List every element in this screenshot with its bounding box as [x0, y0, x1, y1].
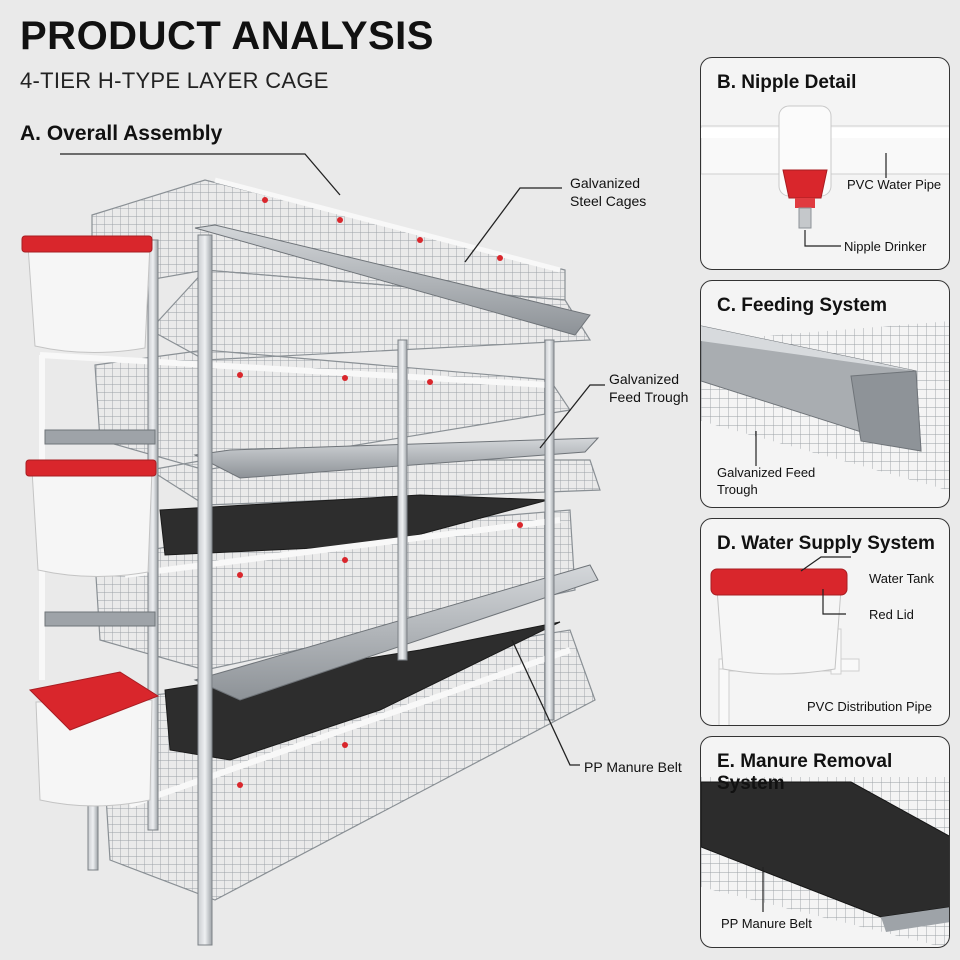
feed-trough-2 — [193, 437, 600, 479]
side-bar-upper — [44, 429, 156, 445]
section-a-title: A. Overall Assembly — [20, 122, 223, 145]
label-pp-manure-belt: PP Manure Belt — [721, 916, 812, 931]
nipple-drinkers — [237, 197, 523, 788]
feed-trough-3 — [193, 564, 599, 701]
panel-manure-removal: E. Manure Removal System PP Manure Belt — [700, 736, 950, 948]
nipple-illustration — [701, 105, 949, 247]
label-pvc-distribution-pipe: PVC Distribution Pipe — [807, 699, 932, 714]
water-tank-2 — [25, 459, 157, 578]
leader-line-feed-trough — [539, 384, 605, 449]
frame-post-leg — [87, 799, 99, 871]
panel-nipple-title: B. Nipple Detail — [717, 72, 857, 93]
panel-water-title: D. Water Supply System — [717, 533, 935, 554]
water-pipe-1 — [214, 177, 561, 273]
panel-feeding-system: C. Feeding System Galvanized Feed Trough — [700, 280, 950, 508]
water-supply-illustration — [710, 556, 860, 725]
leader-line-steel-cages — [464, 187, 562, 263]
callout-manure-belt: PP Manure Belt — [584, 759, 682, 775]
label-red-lid: Red Lid — [869, 607, 914, 622]
label-nipple-drinker: Nipple Drinker — [844, 239, 927, 254]
label-pvc-water-pipe: PVC Water Pipe — [847, 177, 942, 192]
page-title: PRODUCT ANALYSIS — [20, 14, 434, 58]
water-pipe-2 — [39, 352, 549, 388]
water-tank-1 — [21, 235, 153, 354]
water-tank-3 — [28, 671, 160, 807]
panel-water-supply: D. Water Supply System Water Tank Red Li… — [700, 518, 950, 726]
manure-belt-upper — [159, 494, 549, 556]
tier-1-cage — [91, 179, 592, 361]
frame-post-front-left — [197, 234, 213, 946]
leader-line-red-lid — [822, 589, 846, 615]
callout-feed-trough: Galvanized Feed Trough — [609, 371, 689, 405]
leader-line-manure-belt — [511, 639, 580, 766]
callout-steel-cages: Galvanized Steel Cages — [570, 175, 647, 209]
panel-feeding-title: C. Feeding System — [717, 295, 887, 316]
manure-belt-lower — [164, 621, 561, 761]
panel-nipple-detail: B. Nipple Detail PVC Water Pipe Nipple D… — [700, 57, 950, 270]
manure-removal-illustration — [701, 777, 949, 947]
label-feeding-trough: Galvanized Feed Trough — [717, 465, 816, 497]
feeding-illustration — [701, 321, 949, 491]
page-subtitle: 4-TIER H-TYPE LAYER CAGE — [20, 68, 329, 93]
leader-line-nipple-drinker — [804, 230, 841, 247]
panel-manure-title: E. Manure Removal System — [717, 751, 893, 794]
frame-post-right — [544, 339, 555, 721]
frame-post-middle — [397, 339, 408, 661]
leader-line-overall — [60, 153, 341, 196]
side-bar-lower — [44, 611, 156, 627]
feed-trough-1 — [194, 224, 591, 336]
leader-line-water-tank — [800, 556, 851, 572]
cage-assembly-illustration — [21, 153, 605, 946]
label-water-tank: Water Tank — [869, 571, 935, 586]
